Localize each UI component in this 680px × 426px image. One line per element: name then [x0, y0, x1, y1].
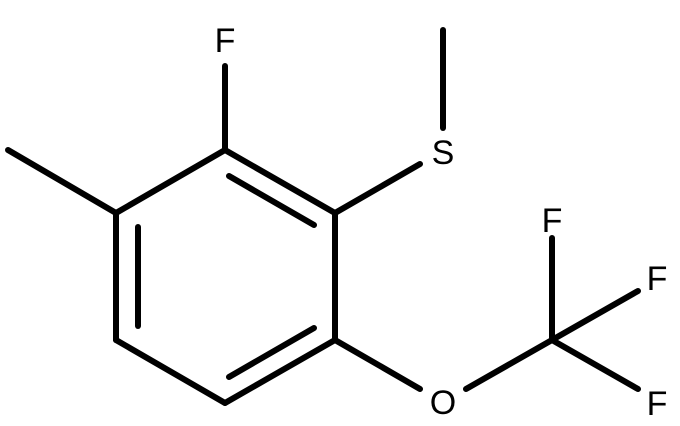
bond-cf3-fluorine-3 — [549, 337, 641, 392]
benzene-ring — [113, 147, 338, 406]
bond-c6-methyl — [5, 147, 119, 216]
bond-c2-sulfur — [332, 161, 423, 216]
ring-bond-c1-c2 — [222, 147, 338, 216]
atom-cf3-fluorine-3: F — [647, 385, 668, 423]
bond-cf3-fluorine-2 — [549, 288, 641, 343]
ring-bond-c3-c4 — [222, 337, 338, 406]
bond-c3-oxygen — [332, 337, 423, 392]
ring-bond-c6-c1 — [113, 147, 228, 216]
ring-bond-c1-c2-inner — [226, 173, 317, 228]
atom-cf3-fluorine-1: F — [542, 202, 563, 240]
atom-sulfur: S — [432, 134, 455, 172]
atom-fluorine-top: F — [215, 22, 236, 60]
atom-cf3-fluorine-2: F — [647, 260, 668, 298]
ring-bond-c3-c4-inner — [226, 325, 317, 380]
bond-oxygen-cf3 — [463, 337, 555, 392]
atom-oxygen: O — [430, 384, 456, 422]
ring-bond-c4-c5 — [113, 337, 228, 406]
